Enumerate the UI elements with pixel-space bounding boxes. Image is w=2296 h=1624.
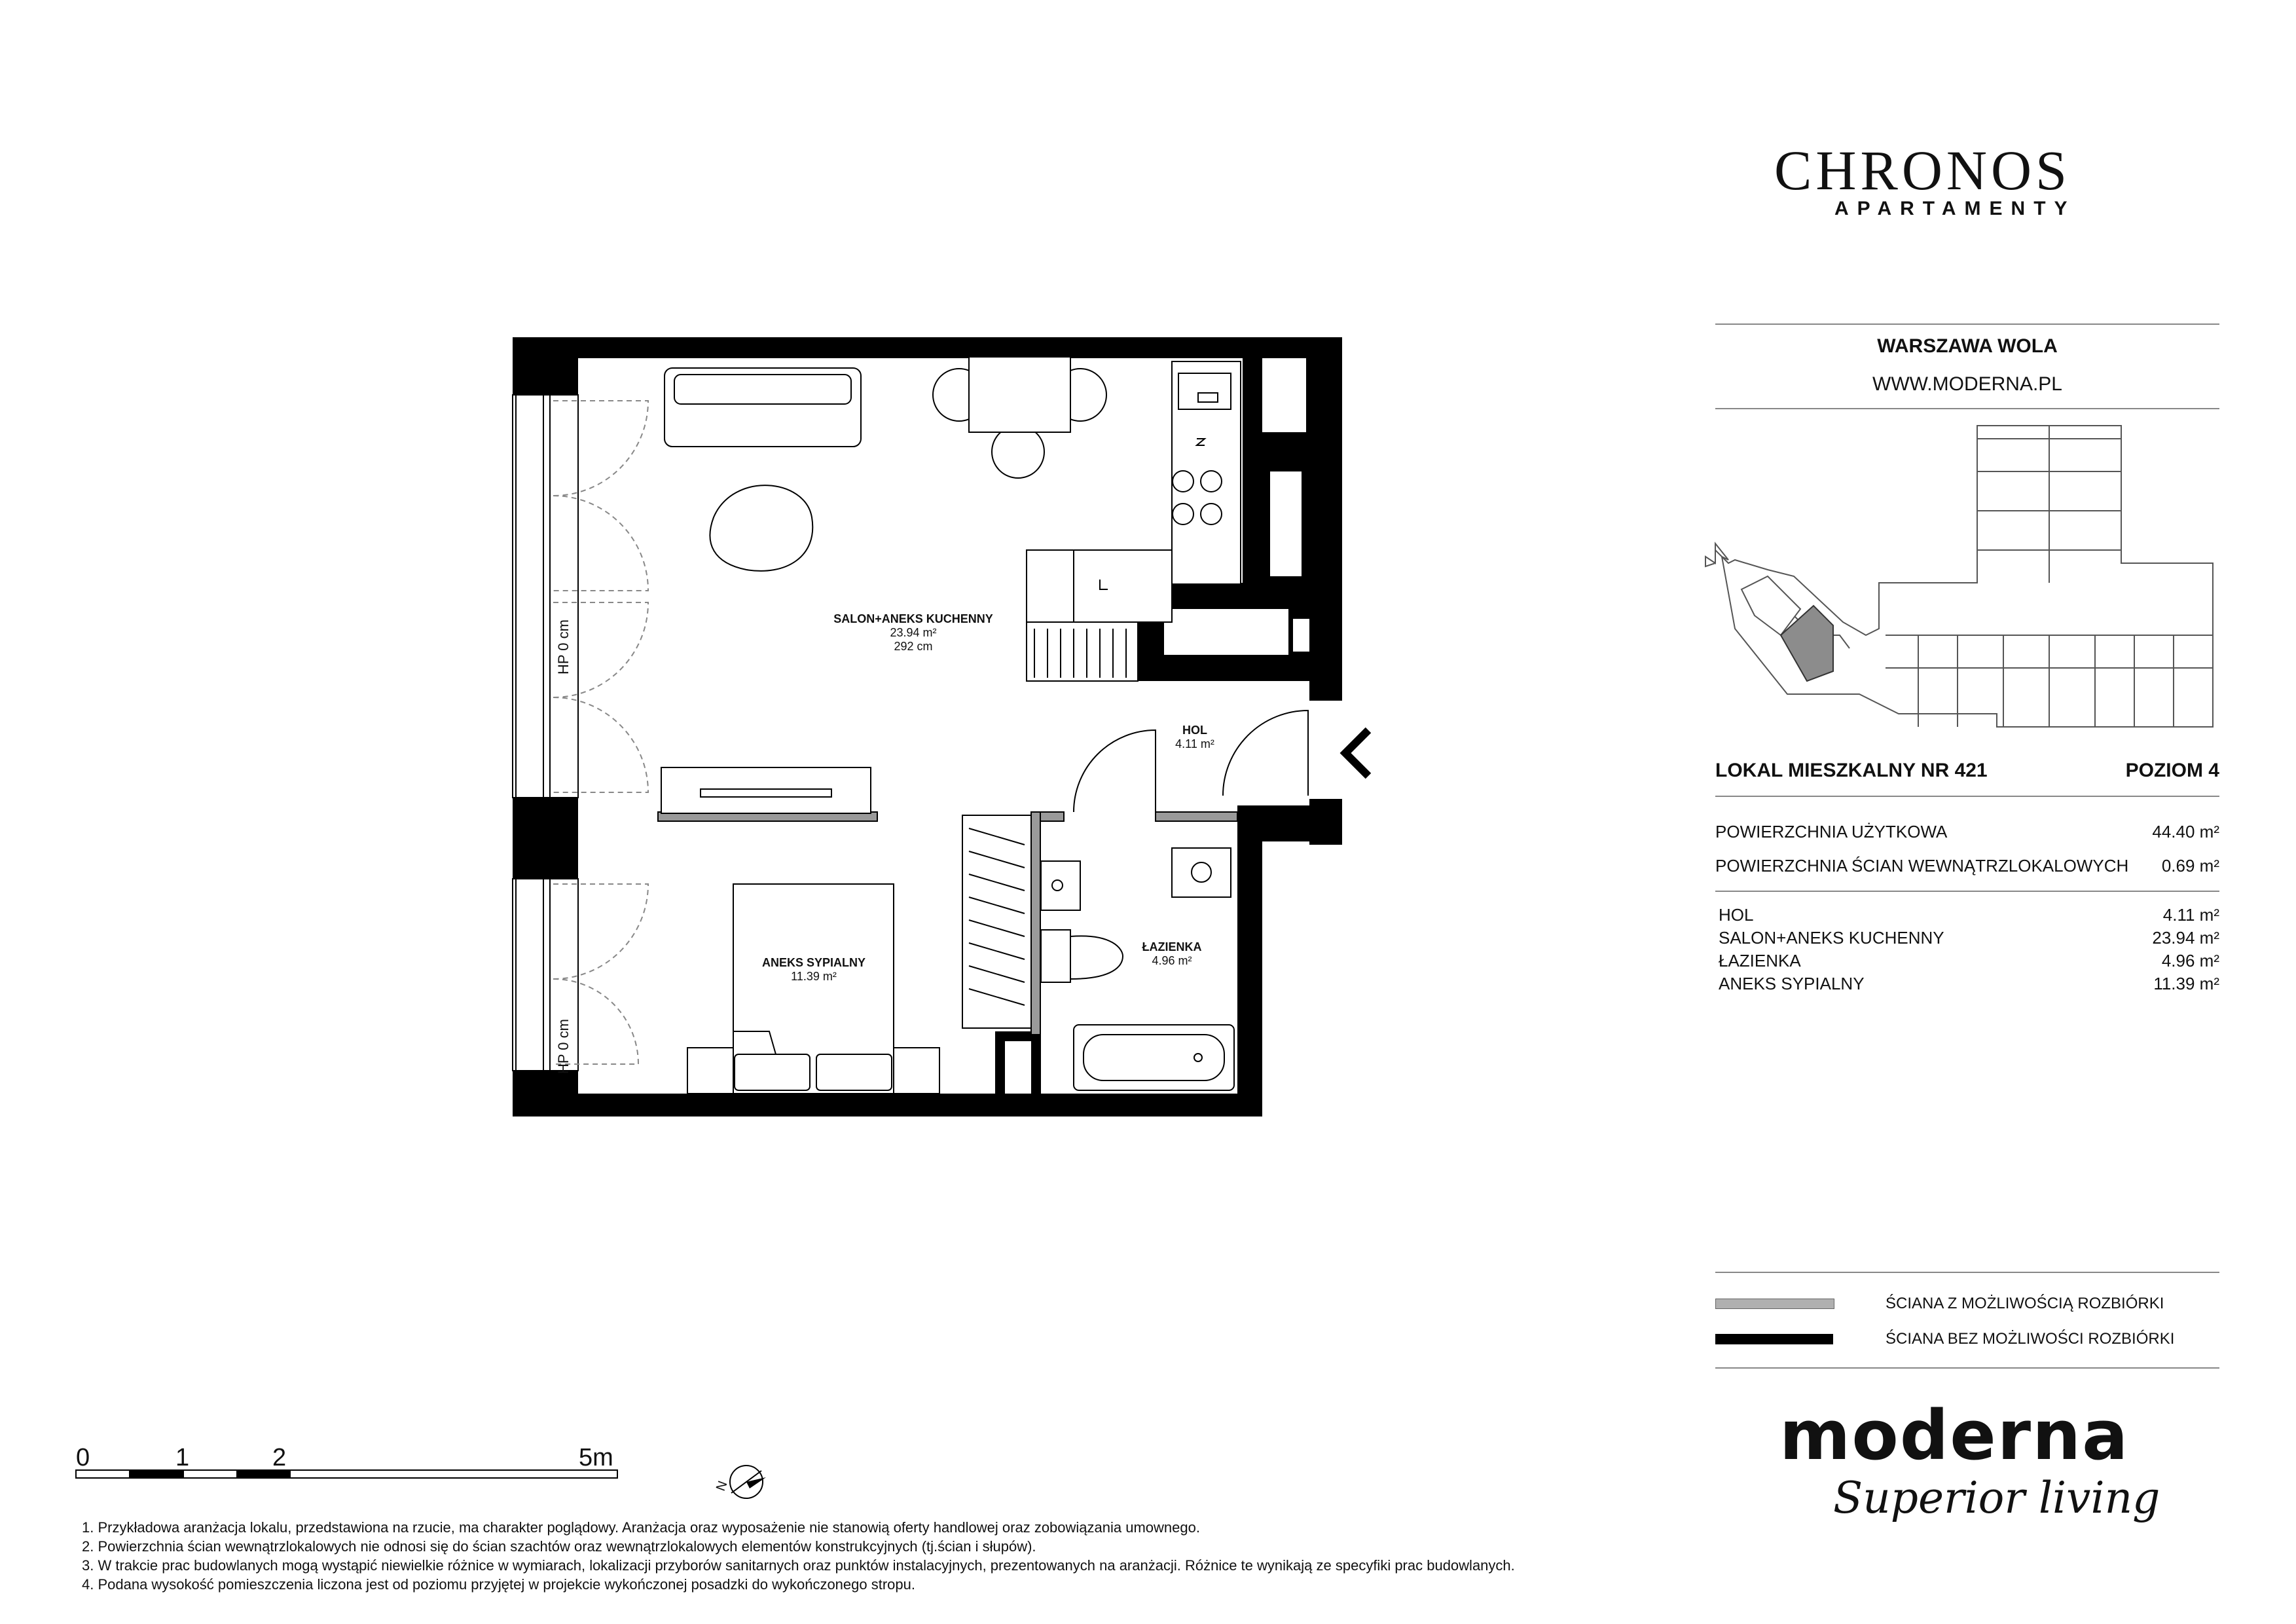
note-item: 4. Podana wysokość pomieszczenia liczona… [82, 1576, 915, 1593]
rug [709, 485, 814, 572]
location-city: WARSZAWA WOLA [1877, 335, 2058, 357]
website-link[interactable]: WWW.MODERNA.PL [1872, 373, 2062, 395]
table-row: SALON+ANEKS KUCHENNY 23.94 m² [1719, 928, 2219, 948]
dining-table [932, 356, 1107, 479]
height-label-top: HP 0 cm [555, 619, 572, 674]
note-item: 3. W trakcie prac budowlanych mogą wystą… [82, 1557, 1515, 1574]
scale-label-5m: 5m [579, 1444, 613, 1471]
legend-label-removable: ŚCIANA Z MOŻLIWOŚCIĄ ROZBIÓRKI [1886, 1295, 2164, 1312]
kitchen-wardrobe [1026, 621, 1139, 682]
scale-label-1: 1 [175, 1444, 190, 1471]
area-row: POWIERZCHNIA ŚCIAN WEWNĄTRZLOKALOWYCH 0.… [1715, 856, 2219, 876]
divider [1715, 1367, 2219, 1369]
entrance-arrow-icon [1339, 727, 1372, 779]
room-label-salon: SALON+ANEKS KUCHENNY 23.94 m² 292 cm [833, 612, 993, 653]
divider [1715, 408, 2219, 409]
divider [1715, 1272, 2219, 1273]
chronos-logo: CHRONOS [1774, 139, 2071, 202]
table-row: ANEKS SYPIALNY 11.39 m² [1719, 974, 2219, 993]
unit-title: LOKAL MIESZKALNY NR 421 [1715, 760, 1988, 781]
bathroom-fixtures [1040, 847, 1235, 1091]
door-swings [1073, 709, 1309, 813]
moderna-logo: moderna [1779, 1395, 2130, 1475]
wall-pockets [1005, 358, 1309, 1094]
removable-partitions [657, 811, 1238, 1035]
tv-unit [661, 767, 871, 814]
divider [1715, 796, 2219, 797]
chronos-subtitle: APARTAMENTY [1834, 198, 2076, 219]
room-label-lazienka: ŁAZIENKA 4.96 m² [1142, 940, 1202, 967]
room-label-hol: HOL 4.11 m² [1175, 724, 1214, 750]
sofa [664, 367, 862, 447]
table-row: HOL 4.11 m² [1719, 905, 2219, 925]
notes: 1. Przykładowa aranżacja lokalu, przedst… [82, 1518, 1515, 1594]
height-label-bottom: HP 0 cm [555, 1019, 572, 1074]
compass-icon [729, 1465, 766, 1499]
room-label-aneks: ANEKS SYPIALNY 11.39 m² [761, 956, 866, 983]
building-key-plan [1705, 425, 2214, 728]
hall-wardrobe [962, 815, 1032, 1029]
windows [512, 394, 579, 1071]
scale-bar [75, 1469, 618, 1479]
moderna-tagline: Superior living [1833, 1473, 2160, 1523]
table-row: ŁAZIENKA 4.96 m² [1719, 951, 2219, 970]
areas-summary: POWIERZCHNIA UŻYTKOWA 44.40 m² POWIERZCH… [1715, 822, 2219, 890]
legend-label-structural: ŚCIANA BEZ MOŻLIWOŚCI ROZBIÓRKI [1886, 1330, 2175, 1348]
bed [687, 883, 940, 1094]
kitchen-counter [1026, 361, 1241, 623]
legend-swatch-structural [1715, 1334, 1833, 1344]
divider [1715, 891, 2219, 892]
window-swings [553, 400, 649, 1065]
unit-level: POZIOM 4 [2125, 760, 2219, 781]
note-item: 2. Powierzchnia ścian wewnątrzlokalowych… [82, 1538, 1036, 1555]
area-row: POWIERZCHNIA UŻYTKOWA 44.40 m² [1715, 822, 2219, 841]
scale-label-0: 0 [76, 1444, 90, 1471]
scale-label-2: 2 [272, 1444, 287, 1471]
note-item: 1. Przykładowa aranżacja lokalu, przedst… [82, 1519, 1200, 1536]
rooms-table: HOL 4.11 m² SALON+ANEKS KUCHENNY 23.94 m… [1719, 905, 2219, 997]
legend-swatch-removable [1715, 1299, 1834, 1309]
divider [1715, 323, 2219, 325]
